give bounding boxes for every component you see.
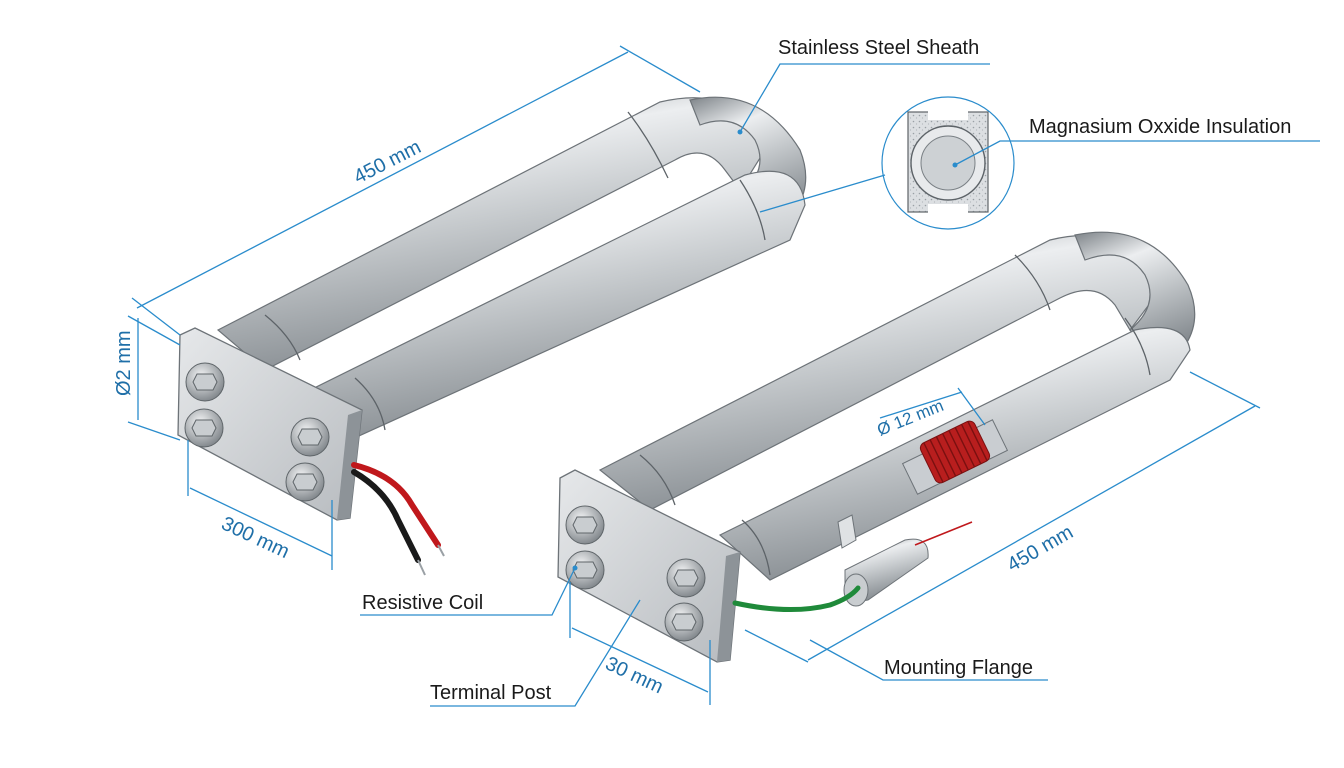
left-terminal-posts [184, 362, 330, 502]
right-seam-4 [741, 519, 771, 576]
left-front-tube [298, 170, 806, 441]
right-wire-green [732, 585, 861, 612]
left-heater [177, 96, 807, 576]
dim-left-length: 450 mm [350, 136, 424, 188]
leader-coil [360, 567, 576, 616]
label-mounting-flange: Mounting Flange [884, 657, 1033, 679]
dimension-lines [127, 45, 1261, 705]
sensor-clip [837, 514, 857, 549]
left-wire-red [351, 462, 441, 548]
label-terminal-post: Terminal Post [430, 682, 552, 704]
dim-right-length: 450 mm [1004, 521, 1078, 576]
label-stainless-steel-sheath: Stainless Steel Sheath [778, 37, 979, 59]
insulation-cross-section-inset [881, 96, 1015, 230]
leader-terminal [430, 599, 641, 707]
leader-flange [809, 639, 1048, 681]
left-seam-1 [627, 111, 669, 179]
left-seam-4 [354, 377, 386, 431]
dim-right-width: 30 mm [602, 653, 667, 699]
label-resistive-coil: Resistive Coil [362, 592, 483, 614]
right-heater [557, 231, 1196, 663]
sensor-lead [914, 521, 973, 546]
leader-insulation [954, 140, 1320, 166]
left-flange-edge [337, 410, 362, 520]
right-seam-3 [639, 454, 676, 506]
resistive-coil-winding [919, 420, 991, 484]
right-seam-2 [1124, 317, 1151, 376]
right-terminal-posts [565, 505, 706, 642]
left-seam-2 [739, 179, 766, 241]
right-seam-1 [1014, 254, 1051, 311]
left-seam-3 [264, 314, 301, 361]
right-flange-edge [717, 552, 740, 662]
leader-lines [360, 63, 1320, 707]
label-magnesium-oxide-insulation: Magnasium Oxxide Insulation [1029, 116, 1291, 138]
leader-inset [759, 174, 886, 213]
dim-left-width: 300 mm [218, 513, 293, 563]
leader-sheath [739, 63, 990, 133]
left-wire-black [351, 469, 421, 563]
dim-left-diameter: Ø2 mm [113, 330, 135, 396]
